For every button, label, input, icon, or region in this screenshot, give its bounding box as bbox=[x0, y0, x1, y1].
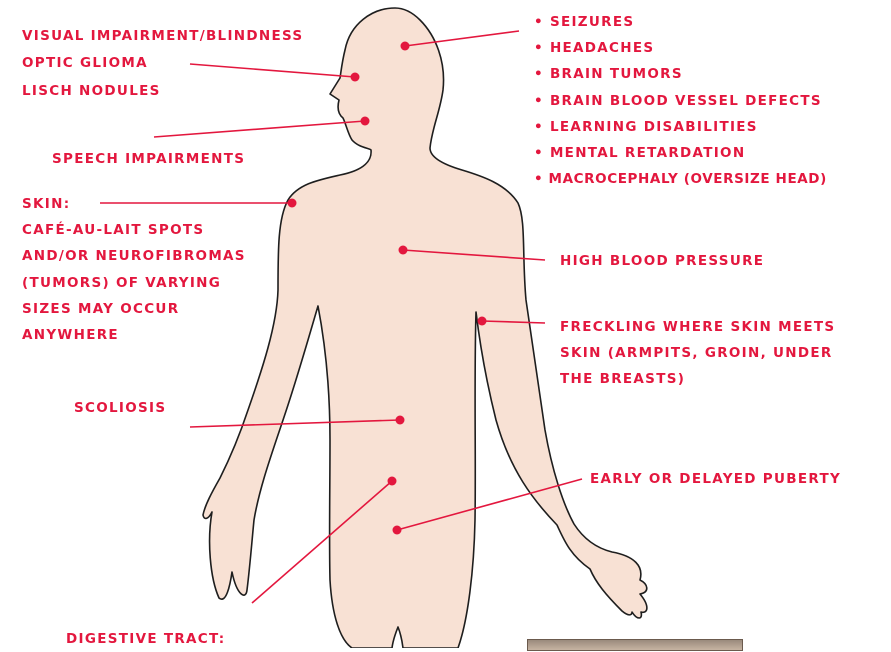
label-visual-impairment: VISUAL IMPAIRMENT/BLINDNESS bbox=[22, 23, 303, 49]
skin-line: AND/OR NEUROFIBROMAS bbox=[22, 243, 246, 269]
skin-line: (TUMORS) OF VARYING bbox=[22, 270, 246, 296]
list-item: MENTAL RETARDATION bbox=[534, 140, 827, 166]
skin-line: SKIN: bbox=[22, 191, 246, 217]
dot-pelvis bbox=[393, 526, 402, 535]
label-optic-glioma: OPTIC GLIOMA bbox=[22, 50, 148, 76]
dot-spine bbox=[396, 416, 405, 425]
skin-line: SIZES MAY OCCUR bbox=[22, 296, 246, 322]
list-item: MACROCEPHALY (OVERSIZE HEAD) bbox=[534, 166, 827, 192]
label-skin-block: SKIN: CAFÉ-AU-LAIT SPOTS AND/OR NEUROFIB… bbox=[22, 191, 246, 348]
head-effects-list: SEIZURES HEADACHES BRAIN TUMORS BRAIN BL… bbox=[534, 9, 827, 192]
freckling-line: SKIN (ARMPITS, GROIN, UNDER bbox=[560, 340, 835, 366]
label-speech-impairments: SPEECH IMPAIRMENTS bbox=[52, 146, 245, 172]
label-scoliosis: SCOLIOSIS bbox=[74, 395, 166, 421]
dot-eye bbox=[351, 73, 360, 82]
leader-line-mouth bbox=[154, 121, 365, 137]
list-item: HEADACHES bbox=[534, 35, 827, 61]
leader-line-eye bbox=[190, 64, 355, 77]
label-lisch-nodules: LISCH NODULES bbox=[22, 78, 161, 104]
skin-line: CAFÉ-AU-LAIT SPOTS bbox=[22, 217, 246, 243]
list-item: LEARNING DISABILITIES bbox=[534, 114, 827, 140]
dot-chest bbox=[399, 246, 408, 255]
dot-head bbox=[401, 42, 410, 51]
dot-abdomen bbox=[388, 477, 397, 486]
label-high-blood-pressure: HIGH BLOOD PRESSURE bbox=[560, 248, 764, 274]
freckling-line: FRECKLING WHERE SKIN MEETS bbox=[560, 314, 835, 340]
dot-shoulder bbox=[288, 199, 297, 208]
label-puberty: EARLY OR DELAYED PUBERTY bbox=[590, 466, 841, 492]
list-item: BRAIN BLOOD VESSEL DEFECTS bbox=[534, 88, 827, 114]
skin-line: ANYWHERE bbox=[22, 322, 246, 348]
list-item: BRAIN TUMORS bbox=[534, 61, 827, 87]
cropped-photo-thumbnail bbox=[527, 639, 743, 651]
label-freckling-block: FRECKLING WHERE SKIN MEETS SKIN (ARMPITS… bbox=[560, 314, 835, 393]
label-digestive-tract: DIGESTIVE TRACT: bbox=[66, 626, 226, 652]
list-item: SEIZURES bbox=[534, 9, 827, 35]
dot-armpit bbox=[478, 317, 487, 326]
dot-mouth bbox=[361, 117, 370, 126]
freckling-line: THE BREASTS) bbox=[560, 366, 835, 392]
